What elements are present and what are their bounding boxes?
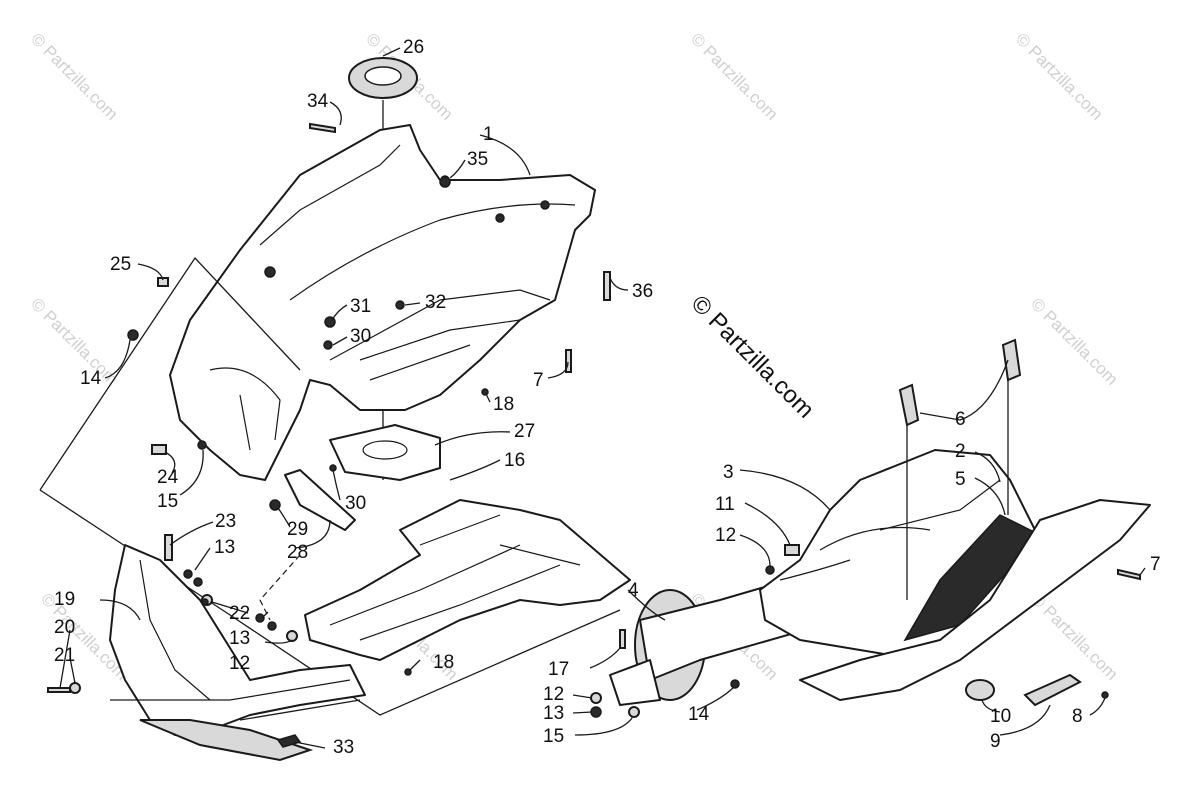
callout-8: 8 [1072,706,1083,727]
callout-28: 28 [287,542,308,563]
callout-26: 26 [403,37,424,58]
callout-21: 21 [54,645,75,666]
callout-13: 13 [543,703,564,724]
callout-12: 12 [229,653,250,674]
callout-9: 9 [990,731,1001,752]
callouts: 26 34 1 35 25 36 31 32 30 14 7 18 27 16 … [54,37,1161,758]
callout-31: 31 [350,296,371,317]
callout-11: 11 [715,494,735,515]
callout-30: 30 [350,326,371,347]
part-19-bumper [109,544,366,762]
callout-17: 17 [548,659,569,680]
callout-12: 12 [543,684,564,705]
side-panel-right [799,499,1151,701]
callout-23: 23 [215,511,236,532]
callout-27: 27 [514,421,535,442]
callout-19: 19 [54,589,75,610]
callout-25: 25 [110,254,131,275]
callout-7: 7 [533,370,544,391]
watermark: © Partzilla.com [27,29,121,123]
part-6-straps [898,338,1022,427]
callout-1: 1 [483,124,494,145]
callout-34: 34 [307,91,329,112]
part-9-plate [1023,673,1082,707]
watermark: © Partzilla.com [27,294,121,388]
part-26-ring [348,57,418,99]
part-10-plug [965,679,995,701]
callout-4: 4 [628,580,639,601]
part-1-upper-body [169,124,596,481]
callout-18: 18 [493,394,514,415]
callout-6: 6 [955,409,966,430]
part-28-bracket [284,469,356,531]
callout-20: 20 [54,617,75,638]
callout-14: 14 [688,704,710,725]
main-watermark: © Partzilla.com [686,290,819,423]
callout-2: 2 [955,441,966,462]
watermark: © Partzilla.com [1012,29,1106,123]
callout-33: 33 [333,737,354,758]
part-16-floor-panel [304,499,631,661]
watermark: © Partzilla.com [1027,294,1121,388]
callout-22: 22 [229,603,250,624]
callout-32: 32 [425,292,446,313]
callout-18: 18 [433,652,454,673]
callout-13: 13 [229,628,250,649]
callout-15: 15 [543,726,564,747]
part-27-plate [329,424,441,481]
callout-30: 30 [345,493,366,514]
fasteners [47,122,1141,748]
callout-7: 7 [1150,554,1161,575]
callout-15: 15 [157,491,178,512]
callout-36: 36 [632,281,653,302]
callout-29: 29 [287,519,308,540]
callout-35: 35 [467,149,488,170]
callout-14: 14 [80,368,102,389]
callout-16: 16 [504,450,525,471]
callout-13: 13 [214,537,235,558]
callout-3: 3 [723,462,734,483]
leader-lines [59,47,1146,749]
callout-10: 10 [990,706,1011,727]
callout-24: 24 [157,467,179,488]
callout-5: 5 [955,469,966,490]
watermark: © Partzilla.com [1027,589,1121,683]
callout-12: 12 [715,525,736,546]
watermark: © Partzilla.com [687,29,781,123]
